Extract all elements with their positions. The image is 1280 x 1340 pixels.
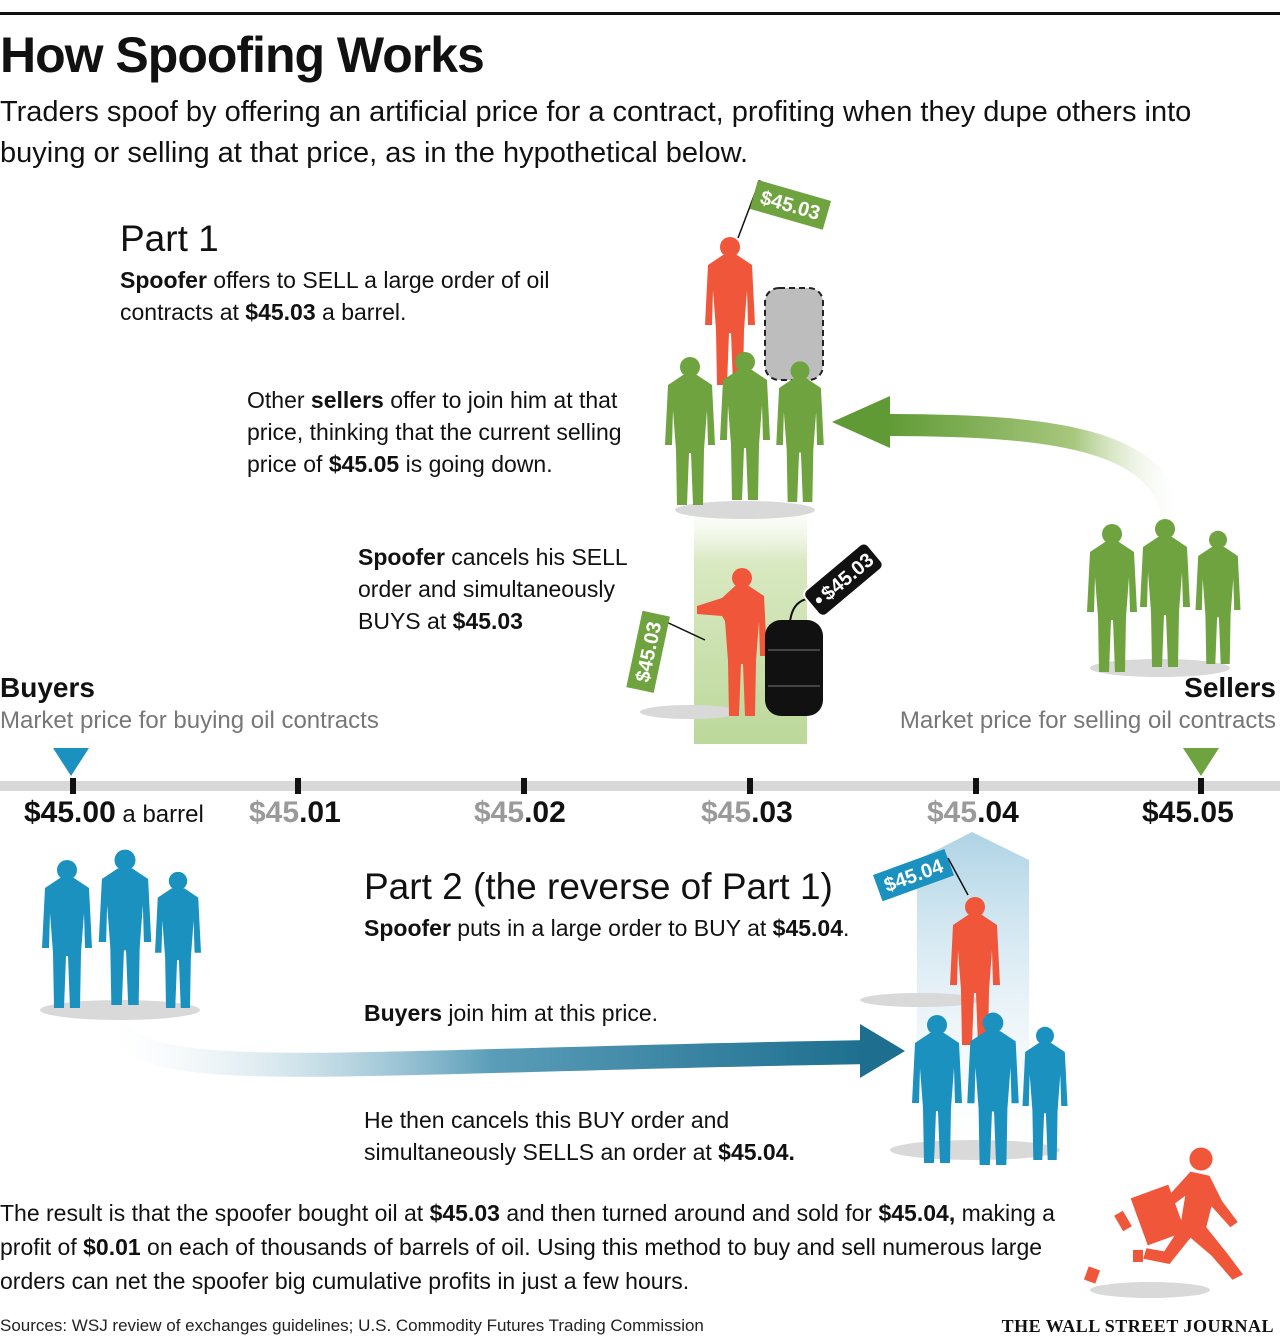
part2-step2: Buyers join him at this price.	[364, 1000, 659, 1026]
price-label-4504: $45.04	[927, 796, 1019, 829]
price-flag-part1: $45.03	[749, 180, 832, 230]
part2-step1: Spoofer puts in a large order to BUY at …	[364, 915, 850, 941]
part2-heading: Part 2 (the reverse of Part 1)	[364, 866, 833, 907]
buyers-marker	[53, 748, 89, 776]
page-subtitle: Traders spoof by offering an artificial …	[0, 96, 1192, 169]
sellers-label: Sellers	[1184, 672, 1276, 703]
sellers-sublabel: Market price for selling oil contracts	[899, 707, 1276, 734]
price-label-4500: $45.00 a barrel	[24, 796, 204, 829]
buyers-sublabel: Market price for buying oil contracts	[0, 707, 379, 734]
part1-step3: Spoofer cancels his SELL order and simul…	[358, 544, 627, 634]
sellers-marker	[1183, 748, 1219, 776]
top-rule	[0, 12, 1280, 15]
price-tag-barrel: $45.03	[803, 542, 884, 617]
buyers-label: Buyers	[0, 672, 95, 703]
price-axis	[0, 781, 1280, 791]
sources-note: Sources: WSJ review of exchanges guideli…	[0, 1316, 704, 1335]
part2-step3: He then cancels this BUY order and simul…	[364, 1107, 795, 1165]
sellers-group-right	[1087, 519, 1241, 672]
price-label-4503: $45.03	[701, 796, 793, 829]
conclusion-text: The result is that the spoofer bought oi…	[0, 1200, 1055, 1294]
part1-step1: Spoofer offers to SELL a large order of …	[120, 267, 550, 325]
price-label-4502: $45.02	[474, 796, 566, 829]
price-label-4501: $45.01	[249, 796, 341, 829]
running-spoofer-icon	[1083, 1147, 1243, 1284]
brand-logo: THE WALL STREET JOURNAL	[1001, 1316, 1274, 1336]
sellers-group-part1	[665, 352, 824, 505]
part1-heading: Part 1	[120, 218, 219, 259]
part1-step2: Other sellers offer to join him at that …	[247, 387, 622, 477]
price-label-4505: $45.05	[1142, 796, 1234, 829]
page-title: How Spoofing Works	[0, 27, 485, 83]
buyers-group-left	[42, 849, 201, 1008]
oil-barrel-icon	[765, 597, 823, 716]
